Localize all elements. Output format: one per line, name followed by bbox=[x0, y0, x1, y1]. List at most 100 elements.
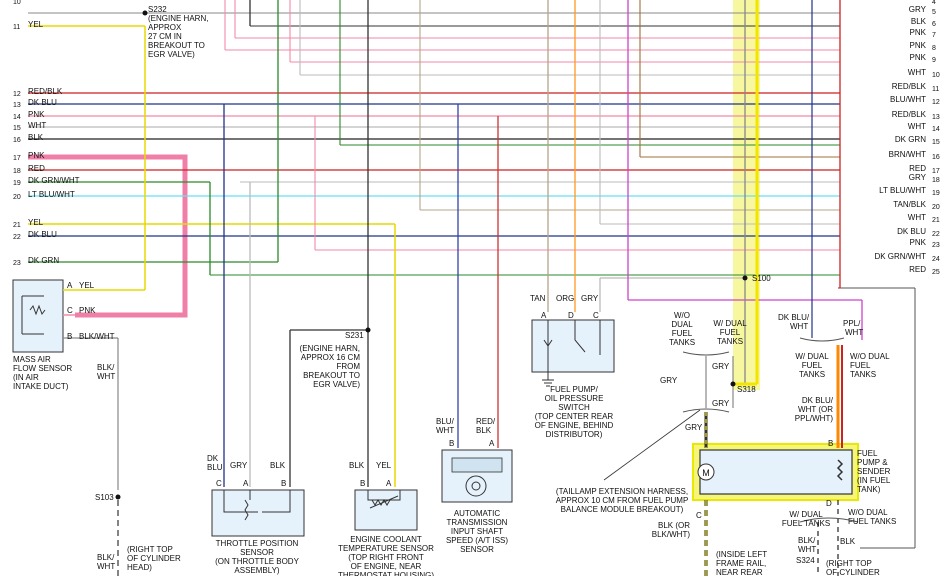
pump-gry-label-left: GRY bbox=[660, 376, 678, 385]
ect-title-line-0: ENGINE COOLANT bbox=[350, 535, 422, 544]
pump-dual-left-line-0: W/ DUAL bbox=[795, 352, 829, 361]
pump-bottom-left-line-0: W/ DUAL bbox=[789, 510, 823, 519]
right-pin-number: 12 bbox=[932, 99, 940, 106]
splice-s231-note-line-3: BREAKOUT TO bbox=[303, 371, 360, 380]
splice-s103-label: S103 bbox=[95, 493, 114, 502]
maf-pin-b: B bbox=[67, 332, 72, 341]
pump-dkblu-label-line-1: WHT (OR bbox=[798, 405, 833, 414]
left-pin-number: 17 bbox=[13, 155, 21, 162]
splice-s231-note-line-1: APPROX 16 CM bbox=[301, 353, 360, 362]
pump-lower-wire-line-0: BLK (OR bbox=[658, 521, 690, 530]
bracket-top bbox=[682, 351, 730, 356]
switch-title-line-4: OF ENGINE, BEHIND bbox=[535, 421, 614, 430]
bracket-right bbox=[799, 337, 845, 342]
pump-bottom-note-line-1: OF CYLINDER bbox=[826, 568, 880, 576]
maf-wire-b: BLK/WHT bbox=[79, 332, 115, 341]
left-pin-number: 20 bbox=[13, 194, 21, 201]
tiss-pin-a: A bbox=[489, 439, 495, 448]
tiss-wire-wht: WHT bbox=[436, 426, 454, 435]
maf-pin-a: A bbox=[67, 281, 73, 290]
pump-right-option-line-2: TANKS bbox=[717, 337, 743, 346]
right-wire-label: PNK bbox=[910, 53, 927, 62]
bracket-bottom bbox=[682, 408, 730, 413]
switch-pin-d: D bbox=[568, 311, 574, 320]
pump-title-line-1: PUMP & bbox=[857, 458, 888, 467]
left-pin-number: 10 bbox=[13, 0, 21, 6]
pump-pin-b: B bbox=[828, 439, 833, 448]
right-wire-label: RED/BLK bbox=[892, 82, 927, 91]
leader-s318 bbox=[603, 409, 701, 481]
left-wire-label: PNK bbox=[28, 151, 45, 160]
tiss-wire-blk: BLK bbox=[476, 426, 492, 435]
pump-gry-label-mid: GRY bbox=[712, 399, 730, 408]
left-pin-number: 11 bbox=[13, 24, 20, 31]
left-wire-label: DK BLU bbox=[28, 98, 57, 107]
pump-gry-label-top: GRY bbox=[712, 362, 730, 371]
right-pin-number: 24 bbox=[932, 256, 940, 263]
pump-lower-note-line-2: NEAR REAR bbox=[716, 568, 763, 576]
right-wire-label: TAN/BLK bbox=[893, 200, 926, 209]
right-wire-label: GRY bbox=[909, 5, 927, 14]
pump-dual-right-line-1: FUEL bbox=[850, 361, 871, 370]
left-wire-label: WHT bbox=[28, 121, 46, 130]
pump-gry-label-bottom: GRY bbox=[685, 423, 703, 432]
maf-bottom-wire-line-0: BLK/ bbox=[97, 553, 115, 562]
tps-title-line-0: THROTTLE POSITION bbox=[216, 539, 299, 548]
iss-gear-icon bbox=[465, 475, 487, 497]
right-wire-label: DK GRN bbox=[895, 135, 926, 144]
left-wire-label: LT BLU/WHT bbox=[28, 190, 75, 199]
maf-pin-c: C bbox=[67, 306, 73, 315]
tps-wire-blu: BLU bbox=[207, 463, 223, 472]
ground-icon bbox=[542, 379, 554, 387]
switch-wire-org: ORG bbox=[556, 294, 574, 303]
pump-pin-c: C bbox=[696, 511, 702, 520]
maf-symbol bbox=[21, 295, 46, 335]
tps-wire-dk: DK bbox=[207, 454, 219, 463]
ect-pin-a: A bbox=[386, 479, 392, 488]
left-wire-label: DK GRN/WHT bbox=[28, 176, 80, 185]
pump-title-line-2: SENDER bbox=[857, 467, 891, 476]
pump-blk-wht-line-1: WHT bbox=[798, 545, 816, 554]
pump-right-option-line-1: FUEL bbox=[720, 328, 741, 337]
right-pin-number: 14 bbox=[932, 126, 940, 133]
left-pin-number: 22 bbox=[13, 234, 21, 241]
pump-title-line-0: FUEL bbox=[857, 449, 878, 458]
pump-bottom-right-line-0: W/O DUAL bbox=[848, 508, 888, 517]
pump-blk-label: BLK bbox=[840, 537, 856, 546]
switch-wire-gry: GRY bbox=[581, 294, 599, 303]
tiss-title-line-4: SENSOR bbox=[460, 545, 494, 554]
right-wire-label: DK GRN/WHT bbox=[874, 252, 926, 261]
splice-s232-note-line-2: 27 CM IN bbox=[148, 32, 182, 41]
tiss-title-line-0: AUTOMATIC bbox=[454, 509, 501, 518]
left-pin-number: 18 bbox=[13, 168, 21, 175]
ect-wire-yel: YEL bbox=[376, 461, 392, 470]
pump-pin-d: D bbox=[826, 499, 832, 508]
pump-bottom-note-line-0: (RIGHT TOP bbox=[826, 559, 872, 568]
splice-s100-dot bbox=[742, 275, 748, 281]
left-wire-label: YEL bbox=[28, 20, 44, 29]
pump-right-option-line-0: W/ DUAL bbox=[713, 319, 747, 328]
splice-s232-dot bbox=[142, 10, 148, 16]
right-wire-label: BRN/WHT bbox=[889, 150, 926, 159]
maf-sensor-box bbox=[12, 279, 64, 353]
maf-wire-c: PNK bbox=[79, 306, 96, 315]
pump-bottom-right-line-1: FUEL TANKS bbox=[848, 517, 896, 526]
pump-left-option-line-0: W/O bbox=[674, 311, 690, 320]
maf-title-line-0: MASS AIR bbox=[13, 355, 51, 364]
left-pin-number: 23 bbox=[13, 260, 21, 267]
switch-wire-tan: TAN bbox=[530, 294, 546, 303]
tps-box bbox=[211, 489, 305, 537]
maf-bottom-note-line-0: (RIGHT TOP bbox=[127, 545, 173, 554]
pump-dual-left-line-2: TANKS bbox=[799, 370, 825, 379]
pump-harness-note-line-2: BALANCE MODULE BREAKOUT) bbox=[561, 505, 684, 514]
pump-lower-wire-line-1: BLK/WHT) bbox=[652, 530, 691, 539]
right-wire-label: PNK bbox=[910, 41, 927, 50]
pump-harness-note-line-0: (TAILLAMP EXTENSION HARNESS, bbox=[556, 487, 688, 496]
splice-s231-note-line-0: (ENGINE HARN, bbox=[300, 344, 360, 353]
pump-lower-note-line-1: FRAME RAIL, bbox=[716, 559, 766, 568]
splice-s231-note-line-2: FROM bbox=[336, 362, 360, 371]
tps-wire-gry: GRY bbox=[230, 461, 248, 470]
